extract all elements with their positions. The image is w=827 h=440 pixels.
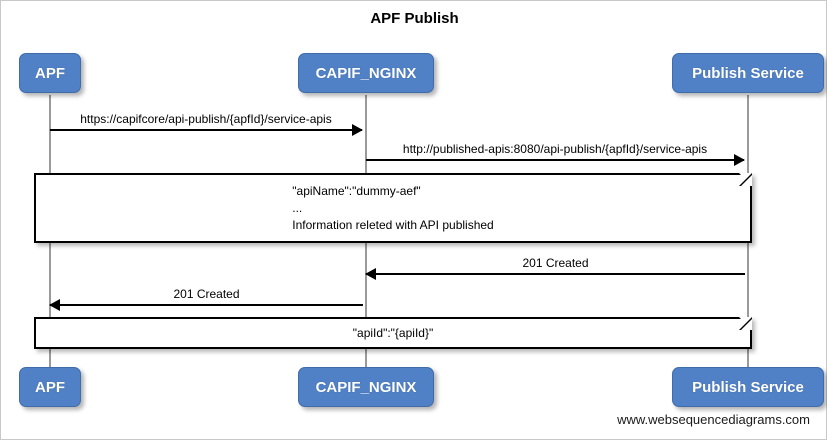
arrow-line xyxy=(366,159,744,161)
message-label-1: https://capifcore/api-publish/{apfId}/se… xyxy=(80,112,332,126)
arrow-line xyxy=(50,304,363,306)
arrow-head-left-icon xyxy=(365,268,376,280)
note-api-information: "apiName":"dummy-aef" ... Information re… xyxy=(34,173,752,243)
watermark-url: www.websequencediagrams.com xyxy=(617,412,810,427)
participant-capif-nginx-bottom[interactable]: CAPIF_NGINX xyxy=(298,367,434,407)
participant-label: APF xyxy=(35,64,65,82)
arrow-head-right-icon xyxy=(352,124,363,136)
participant-label: Publish Service xyxy=(692,64,804,82)
note-api-id: "apiId":"{apiId}" xyxy=(34,317,752,349)
participant-label: CAPIF_NGINX xyxy=(315,378,417,396)
participant-publish-service-bottom[interactable]: Publish Service xyxy=(672,367,824,407)
note-text-1: "apiName":"dummy-aef" ... Information re… xyxy=(292,183,494,232)
participant-capif-nginx-top[interactable]: CAPIF_NGINX xyxy=(298,53,434,93)
note-text-2: "apiId":"{apiId}" xyxy=(352,325,434,340)
message-label-3: 201 Created xyxy=(522,256,589,270)
arrow-head-right-icon xyxy=(734,154,745,166)
participant-label: Publish Service xyxy=(692,378,804,396)
participant-publish-service-top[interactable]: Publish Service xyxy=(672,53,824,93)
participant-label: CAPIF_NGINX xyxy=(315,64,417,82)
participant-label: APF xyxy=(35,378,65,396)
message-label-2: http://published-apis:8080/api-publish/{… xyxy=(402,142,708,156)
page-title: APF Publish xyxy=(370,10,459,27)
message-label-4: 201 Created xyxy=(173,287,240,301)
arrow-line xyxy=(366,273,745,275)
note-fold-corner-icon xyxy=(739,173,752,186)
participant-apf-bottom[interactable]: APF xyxy=(19,367,81,407)
note-fold-corner-icon xyxy=(739,317,752,330)
arrow-head-left-icon xyxy=(49,299,60,311)
arrow-line xyxy=(50,129,362,131)
participant-apf-top[interactable]: APF xyxy=(19,53,81,93)
